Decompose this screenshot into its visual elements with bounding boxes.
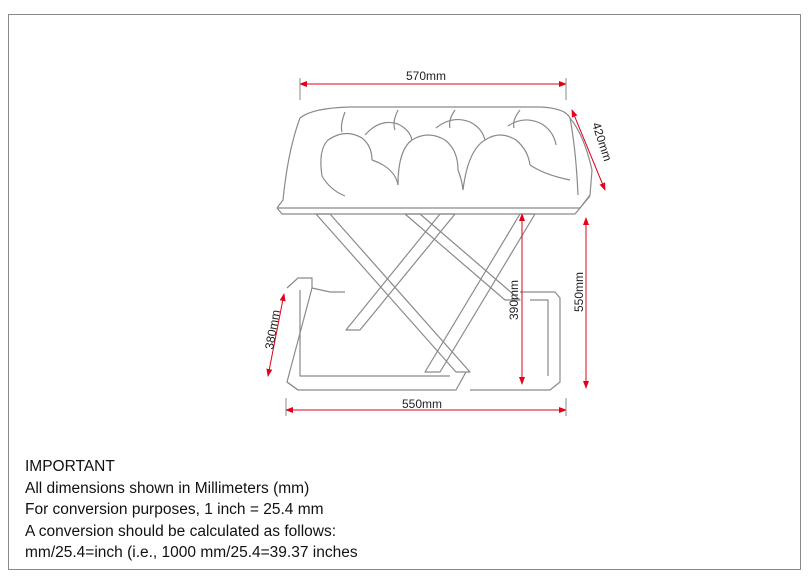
tuft-1	[320, 132, 373, 177]
cushion-left-side	[276, 117, 301, 209]
dim-label-390: 390mm	[507, 280, 521, 320]
leg-front-b	[345, 213, 456, 331]
notice-line-1: All dimensions shown in Millimeters (mm)	[25, 479, 310, 497]
stool-outline	[276, 106, 593, 391]
notice-heading: IMPORTANT	[25, 458, 115, 475]
notice-line-3: A conversion should be calculated as fol…	[25, 522, 337, 540]
cushion-bottom	[277, 195, 591, 209]
dim-label-420: 420mm	[589, 121, 615, 163]
dim-label-550-width: 550mm	[402, 397, 442, 411]
dim-line-380	[266, 293, 286, 377]
cushion-top	[299, 106, 571, 119]
important-notice: IMPORTANT All dimensions shown in Millim…	[25, 456, 358, 564]
leg-back-b	[424, 213, 536, 373]
tuft-2	[397, 134, 459, 186]
notice-line-2: For conversion purposes, 1 inch = 25.4 m…	[25, 501, 324, 518]
leg-back-a	[404, 213, 521, 301]
drawing-frame	[8, 14, 801, 570]
dim-label-380: 380mm	[262, 309, 283, 351]
dim-line-420	[571, 109, 606, 191]
dimension-lines	[266, 78, 606, 416]
leg-front-a	[315, 213, 471, 373]
base-left	[286, 277, 467, 391]
tuft-3	[462, 134, 531, 191]
dim-label-550-height: 550mm	[572, 272, 586, 312]
dim-label-570: 570mm	[406, 69, 446, 83]
notice-line-4: mm/25.4=inch (i.e., 1000 mm/25.4=39.37 i…	[25, 544, 358, 561]
base-right	[470, 291, 561, 391]
